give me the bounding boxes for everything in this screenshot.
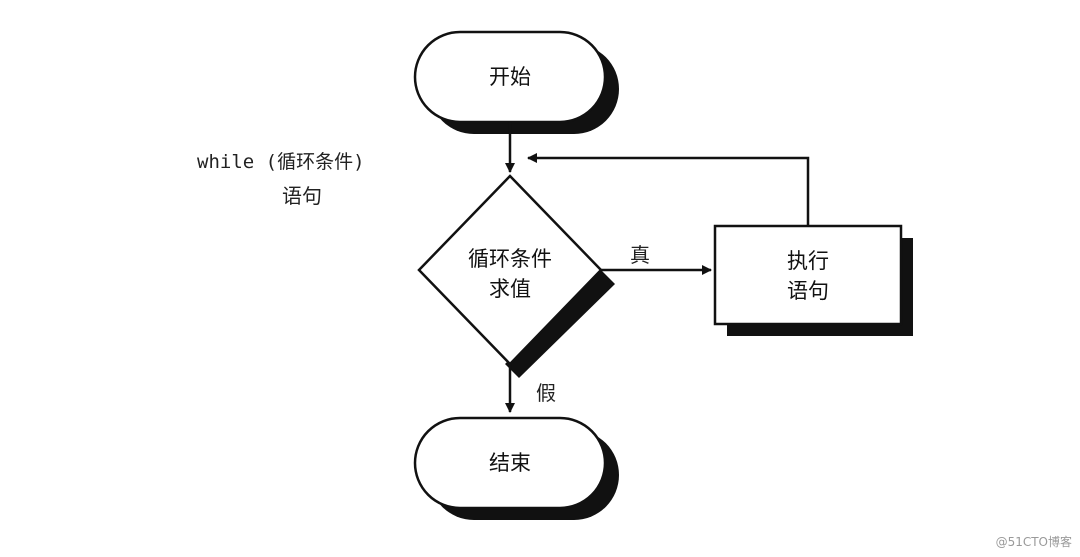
- arrow-execute-loop-back: [527, 153, 810, 226]
- condition-label-line1: 循环条件: [468, 247, 552, 271]
- execute-label-line2: 语句: [787, 279, 829, 303]
- execute-label-line1: 执行: [787, 249, 829, 273]
- annotation-statement: 语句: [282, 184, 322, 208]
- end-node: 结束: [413, 416, 619, 520]
- annotation-while-code: while (循环条件): [197, 151, 365, 173]
- condition-node: 循环条件 求值: [417, 174, 615, 378]
- true-label: 真: [630, 243, 650, 267]
- execute-node: 执行 语句: [713, 224, 913, 336]
- condition-label-line2: 求值: [489, 277, 531, 301]
- end-label: 结束: [489, 451, 531, 475]
- start-label: 开始: [489, 65, 531, 89]
- start-node: 开始: [413, 30, 619, 134]
- false-label: 假: [536, 381, 556, 405]
- watermark-text: @51CTO博客: [996, 534, 1072, 549]
